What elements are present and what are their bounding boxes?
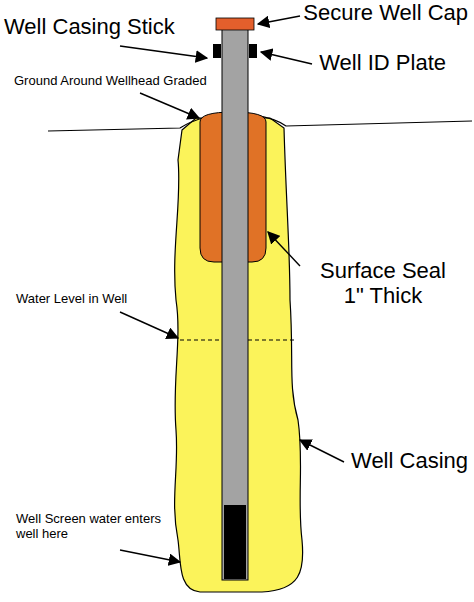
- callout-label: Water Level in Well: [16, 292, 127, 307]
- leader-arrow: [261, 52, 312, 64]
- water-level-line: [248, 339, 294, 340]
- callout-label: Well Casing Stick: [4, 14, 175, 39]
- well-casing: [222, 28, 248, 580]
- callout-label: Well Screen water enters well here: [16, 512, 166, 542]
- leader-arrow: [258, 16, 300, 24]
- callout-label: Surface Seal 1" Thick: [308, 258, 458, 309]
- leader-arrow: [140, 93, 199, 118]
- callout-label: Well Casing: [351, 448, 468, 473]
- callout-label: Secure Well Cap: [303, 0, 468, 25]
- callout-label: Well ID Plate: [319, 50, 446, 75]
- well-screen: [224, 505, 246, 579]
- leader-arrow: [120, 550, 180, 562]
- well-id-plate: [249, 44, 257, 58]
- leader-arrow: [300, 440, 344, 462]
- well-id-plate: [213, 44, 221, 58]
- callout-label: Ground Around Wellhead Graded: [14, 74, 207, 89]
- leader-arrow: [120, 312, 178, 338]
- leader-arrow: [268, 232, 300, 266]
- leader-arrow: [120, 46, 207, 58]
- well-cap: [216, 18, 254, 30]
- water-level-line: [180, 339, 222, 340]
